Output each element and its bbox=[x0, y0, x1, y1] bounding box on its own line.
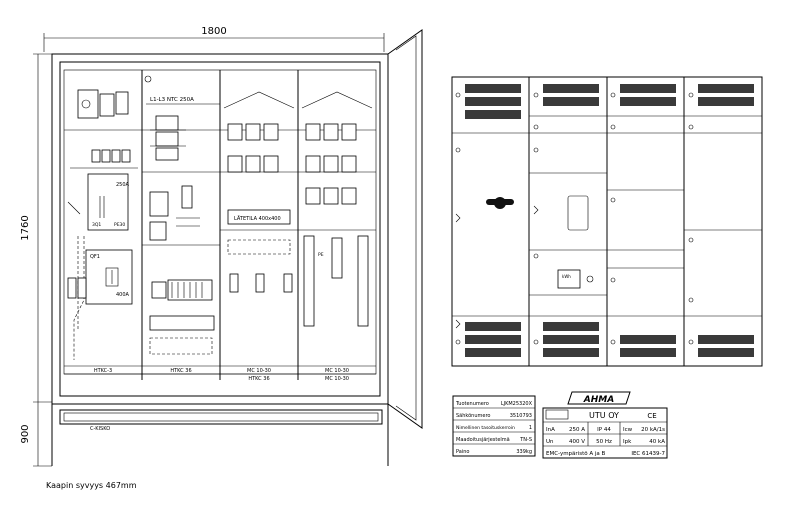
bottom-label-6: MC 10-30 bbox=[325, 376, 349, 382]
qf-rating: 400A bbox=[116, 292, 130, 298]
spec-icw-label: Icw bbox=[623, 427, 633, 433]
spec-emc: EMC-ympäristö A ja B bbox=[546, 451, 606, 457]
nameplate-label-3: Nimellinen tasoituskerroin bbox=[456, 425, 515, 431]
spec-standard: IEC 61439-7 bbox=[631, 451, 665, 457]
pe-label: PE bbox=[318, 252, 324, 258]
nameplate-value-2: 3510793 bbox=[510, 413, 532, 419]
bottom-label-3: MC 10-30 bbox=[247, 368, 271, 374]
nameplate-label-1: Tuotenumero bbox=[455, 401, 489, 407]
vent-grilles-bottom bbox=[465, 322, 754, 357]
switch-rating: 250A bbox=[116, 182, 130, 188]
c-kisko-label: C-KISKO bbox=[90, 426, 110, 432]
meter-label: kWh bbox=[562, 274, 571, 279]
nameplate-label-5: Paino bbox=[456, 449, 469, 455]
terminal-row bbox=[91, 149, 131, 163]
nameplate-value-5: 339kg bbox=[516, 449, 532, 455]
ce-mark: CE bbox=[647, 412, 656, 420]
busbar-label: L1-L3 NTC 250A bbox=[150, 97, 194, 103]
spec-plate: AHMA UTU OY CE InA 250 A IP 44 Icw 20 kA… bbox=[542, 391, 668, 459]
depth-note: Kaapin syvyys 467mm bbox=[46, 481, 137, 490]
latetila-label: LÄTETILA 400x400 bbox=[234, 215, 281, 222]
vent-grilles-top bbox=[465, 84, 754, 119]
spec-un-label: Un bbox=[546, 439, 554, 445]
ahma-logo bbox=[567, 391, 631, 405]
spec-ipk-value: 40 kA bbox=[649, 439, 665, 445]
spec-ina-value: 250 A bbox=[569, 427, 585, 433]
nameplate-value-4: TN-S bbox=[519, 437, 532, 443]
logo-text: AHMA bbox=[583, 395, 614, 405]
spec-ina-label: InA bbox=[546, 427, 555, 433]
company-name: UTU OY bbox=[589, 411, 619, 420]
nameplate-label-2: Sähkönumero bbox=[456, 413, 490, 419]
bottom-label-2: HTKC 36 bbox=[170, 368, 191, 374]
spec-ip: IP 44 bbox=[597, 427, 611, 433]
dimension-height-main: 1760 bbox=[20, 215, 31, 240]
bottom-label-5: HTKC 36 bbox=[248, 376, 269, 382]
nameplate-label-4: Maadoitusjärjestelmä bbox=[456, 437, 510, 443]
spec-freq: 50 Hz bbox=[596, 439, 612, 445]
energy-meter: kWh bbox=[557, 269, 594, 289]
nameplate-table: Tuotenumero LJKM25320X Sähkönumero 35107… bbox=[452, 395, 536, 457]
spec-un-value: 400 V bbox=[569, 439, 585, 445]
bottom-label-4: MC 10-30 bbox=[325, 368, 349, 374]
dimension-width: 1800 bbox=[201, 26, 226, 37]
switch-code-right: PE30 bbox=[114, 222, 125, 228]
nameplate-value-1: LJKM25320X bbox=[501, 401, 533, 407]
main-switch-handle-icon bbox=[486, 197, 514, 209]
cabinet-front-view: kWh bbox=[451, 76, 763, 367]
switch-code-left: 3Q1 bbox=[92, 222, 101, 228]
nameplate-value-3: 1 bbox=[529, 425, 532, 431]
meter-sockets-col3 bbox=[227, 123, 279, 173]
dimension-height-base: 900 bbox=[20, 424, 31, 443]
qf-label: QF1 bbox=[90, 254, 100, 260]
bottom-label-1: HTKC-3 bbox=[94, 368, 112, 374]
dimension-lines: 1800 1760 900 bbox=[20, 26, 385, 467]
spec-ipk-label: Ipk bbox=[623, 439, 632, 445]
spec-icw-value: 20 kA/1s bbox=[641, 427, 665, 433]
cabinet-interior-view: L1-L3 NTC 250A 250A 3Q1 PE30 QF1 400A bbox=[51, 29, 423, 466]
meter-sockets-col4 bbox=[305, 123, 357, 205]
